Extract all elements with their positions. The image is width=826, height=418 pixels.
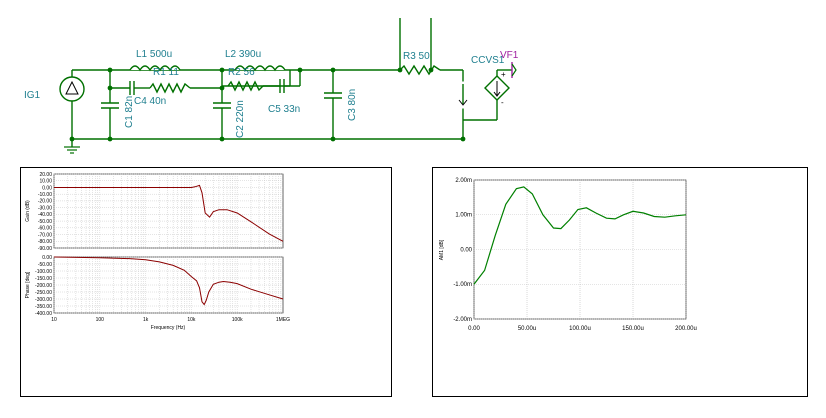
x-tick-label: 100 bbox=[96, 317, 105, 323]
x-tick-label: 100k bbox=[232, 317, 243, 323]
resistor-r1-icon[interactable] bbox=[149, 82, 191, 94]
y-tick-label: 10.00 bbox=[39, 179, 52, 185]
label-c1: C1 82n bbox=[124, 96, 135, 128]
y-tick-label: -70.00 bbox=[38, 232, 52, 238]
x-tick-label: 200.00u bbox=[675, 326, 697, 332]
ground-icon bbox=[64, 146, 80, 154]
y-tick-label: -200.00 bbox=[35, 283, 52, 289]
time-series-line bbox=[473, 186, 687, 285]
phase-plot: 0.00-50.00-100.00-150.00-200.00-250.00-3… bbox=[25, 255, 284, 317]
label-l2: L2 390u bbox=[225, 49, 261, 60]
label-c3: C3 80n bbox=[347, 89, 358, 121]
gain-grid bbox=[53, 173, 283, 249]
label-r3: R3 50 bbox=[403, 51, 430, 62]
junction-dots bbox=[69, 67, 466, 142]
y-tick-label: -50.00 bbox=[38, 219, 52, 225]
label-ig1: IG1 bbox=[24, 90, 41, 101]
time-y-ticks: 2.00m 1.00m 0.00 -1.00m -2.00m bbox=[453, 178, 472, 323]
x-tick-label: 1MEG bbox=[276, 317, 290, 323]
time-y-label: AM1 [dB] bbox=[439, 239, 445, 260]
resistor-r2-icon[interactable] bbox=[227, 80, 264, 92]
y-tick-label: -80.00 bbox=[38, 239, 52, 245]
y-tick-label: 0.00 bbox=[42, 255, 52, 261]
y-tick-label: 2.00m bbox=[455, 178, 472, 184]
label-minus: - bbox=[501, 98, 504, 107]
y-tick-label: 0.00 bbox=[460, 247, 472, 253]
y-tick-label: -350.00 bbox=[35, 304, 52, 310]
label-r1: R1 11 bbox=[153, 67, 179, 78]
label-plus: + bbox=[501, 70, 506, 79]
y-tick-label: 0.00 bbox=[42, 185, 52, 191]
inductor-l1-icon[interactable] bbox=[129, 65, 181, 72]
y-tick-label: 1.00m bbox=[455, 213, 472, 219]
gain-y-ticks: 20.0010.000.00-10.00-20.00-30.00-40.00-5… bbox=[38, 172, 52, 252]
circuit-schematic: IG1 L1 500u R1 11 C4 40n C1 82n L2 390u … bbox=[24, 18, 519, 154]
x-tick-label: 50.00u bbox=[518, 326, 536, 332]
phase-series-line bbox=[53, 256, 284, 306]
gain-plot: 20.0010.000.00-10.00-20.00-30.00-40.00-5… bbox=[25, 172, 284, 252]
current-source-icon[interactable] bbox=[59, 76, 85, 102]
x-tick-label: 150.00u bbox=[622, 326, 644, 332]
x-tick-label: 100.00u bbox=[569, 326, 591, 332]
x-tick-label: 10k bbox=[187, 317, 196, 323]
y-tick-label: -30.00 bbox=[38, 205, 52, 211]
phase-y-ticks: 0.00-50.00-100.00-150.00-200.00-250.00-3… bbox=[35, 255, 52, 317]
y-tick-label: -300.00 bbox=[35, 297, 52, 303]
gain-series-line bbox=[54, 184, 284, 242]
y-tick-label: -60.00 bbox=[38, 226, 52, 232]
time-plot-svg: 2.00m 1.00m 0.00 -1.00m -2.00m 0.00 50.00u 100… bbox=[439, 178, 697, 332]
gain-y-label: Gain (dB) bbox=[25, 200, 31, 222]
y-tick-label: -50.00 bbox=[38, 262, 52, 268]
time-x-ticks: 0.00 50.00u 100.00u 150.00u 200.00u bbox=[468, 326, 697, 332]
y-tick-label: 20.00 bbox=[39, 172, 52, 178]
phase-y-label: Phase [deg] bbox=[25, 271, 31, 298]
y-tick-label: -90.00 bbox=[38, 246, 52, 252]
phase-grid bbox=[53, 256, 283, 314]
ccvs-icon[interactable] bbox=[484, 75, 510, 101]
voltage-probe-icon[interactable] bbox=[511, 62, 517, 78]
y-tick-label: -10.00 bbox=[38, 192, 52, 198]
schematic-wires bbox=[71, 18, 512, 147]
y-tick-label: -400.00 bbox=[35, 311, 52, 317]
label-r2: R2 56 bbox=[228, 67, 255, 78]
y-tick-label: -1.00m bbox=[453, 282, 472, 288]
time-response-window[interactable]: 2.00m 1.00m 0.00 -1.00m -2.00m 0.00 50.00u 100… bbox=[432, 167, 808, 397]
label-c2: C2 220n bbox=[235, 100, 246, 138]
y-tick-label: -250.00 bbox=[35, 290, 52, 296]
y-tick-label: -20.00 bbox=[38, 199, 52, 205]
label-c4: C4 40n bbox=[134, 96, 166, 107]
bode-x-label: Frequency (Hz) bbox=[151, 325, 186, 331]
label-c5: C5 33n bbox=[268, 104, 300, 115]
resistor-r3-icon[interactable] bbox=[399, 64, 441, 76]
y-tick-label: -100.00 bbox=[35, 269, 52, 275]
label-vf1: VF1 bbox=[500, 50, 519, 61]
y-tick-label: -40.00 bbox=[38, 212, 52, 218]
label-l1: L1 500u bbox=[136, 49, 172, 60]
y-tick-label: -2.00m bbox=[453, 317, 472, 323]
label-ccvs: CCVS1 bbox=[471, 55, 505, 66]
y-tick-label: -150.00 bbox=[35, 276, 52, 282]
ammeter-icon[interactable] bbox=[458, 81, 469, 109]
x-tick-label: 1k bbox=[143, 317, 149, 323]
inductor-l2-icon[interactable] bbox=[234, 65, 286, 72]
bode-plot-svg: 20.0010.000.00-10.00-20.00-30.00-40.00-5… bbox=[25, 172, 290, 331]
x-tick-label: 10 bbox=[51, 317, 57, 323]
x-tick-label: 0.00 bbox=[468, 326, 480, 332]
bode-x-ticks: 10 100 1k 10k 100k 1MEG bbox=[51, 317, 290, 323]
